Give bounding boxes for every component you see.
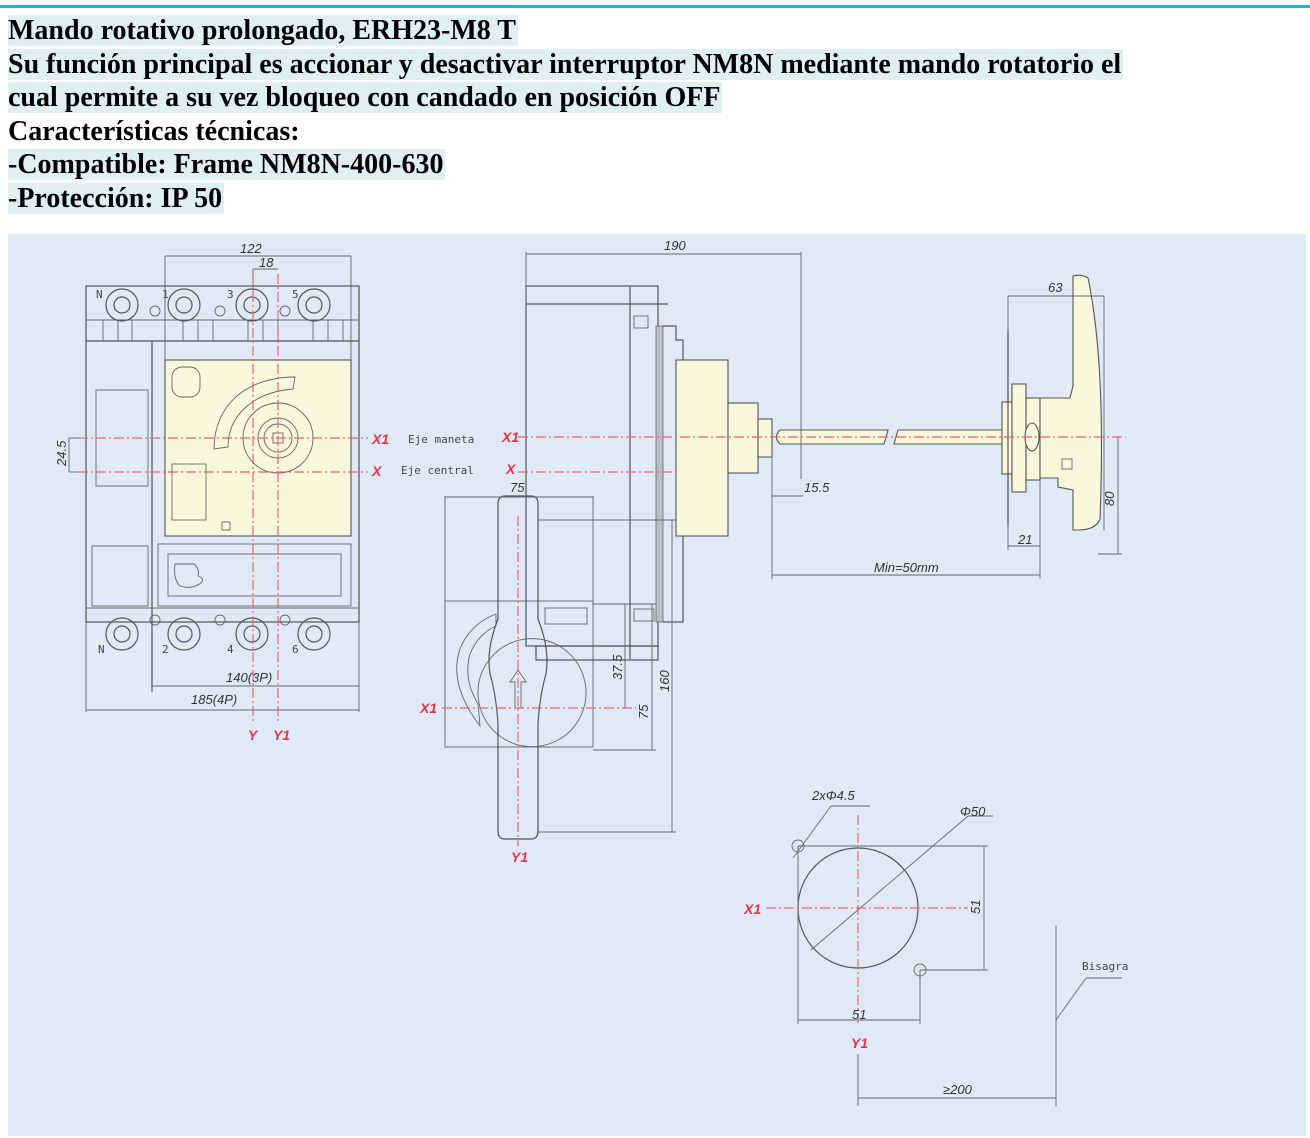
breaker-body xyxy=(85,285,360,623)
dim-handle-75-top: 75 xyxy=(510,480,525,495)
dim-80: 80 xyxy=(1102,491,1117,506)
front-view: N 1 3 5 N 2 4 6 xyxy=(54,241,368,743)
dim-190: 190 xyxy=(664,238,686,253)
dim-140-3p: 140(3P) xyxy=(226,670,272,685)
terminal-label-4: 4 xyxy=(227,643,234,656)
cutout-view: X1 Y1 2xΦ4.5 Φ50 51 51 ≥200 Bisagra xyxy=(743,788,1128,1106)
dim-21: 21 xyxy=(1017,532,1032,547)
handle-axis-label-y1: Y1 xyxy=(511,849,528,865)
dim-122: 122 xyxy=(240,241,262,256)
dim-37-5: 37.5 xyxy=(610,654,625,680)
function-text-line1: Su función principal es accionar y desac… xyxy=(8,48,1124,80)
axis-label-x1-right: X1 xyxy=(501,429,519,445)
dim-18: 18 xyxy=(259,255,274,270)
cutout-axis-label-x1: X1 xyxy=(743,901,761,917)
spec-compatible: -Compatible: Frame NM8N-400-630 xyxy=(8,149,446,180)
dim-200: ≥200 xyxy=(943,1082,973,1097)
handle-view: X1 Y1 75 160 75 37.5 xyxy=(419,480,676,865)
function-text-line2: cual permite a su vez bloqueo con candad… xyxy=(8,82,723,113)
dim-15-5: 15.5 xyxy=(804,480,830,495)
dim-cutout-51-vertical: 51 xyxy=(968,900,983,914)
dim-160: 160 xyxy=(657,670,672,692)
product-title: Mando rotativo prolongado, ERH23-M8 T xyxy=(8,15,518,46)
technical-drawing: N 1 3 5 N 2 4 6 xyxy=(8,234,1306,1136)
drawing-canvas: N 1 3 5 N 2 4 6 xyxy=(54,238,1128,1106)
terminal-label-2: 2 xyxy=(162,643,169,656)
dim-min-50mm: Min=50mm xyxy=(874,560,939,575)
handle-axis-label-x1: X1 xyxy=(419,700,437,716)
note-eje-central: Eje central xyxy=(401,464,474,477)
terminal-label-n-bottom: N xyxy=(98,643,105,656)
note-bisagra: Bisagra xyxy=(1082,960,1128,973)
dim-63: 63 xyxy=(1048,280,1063,295)
handle-plate xyxy=(164,359,352,537)
side-view: 190 15.5 Min=50mm 63 21 80 xyxy=(518,238,1126,661)
spec-protection: -Protección: IP 50 xyxy=(8,182,225,214)
bottom-terminals xyxy=(105,614,331,651)
dim-handle-75-right: 75 xyxy=(636,704,651,719)
dim-phi-50: Φ50 xyxy=(960,804,986,819)
axis-label-y1: Y1 xyxy=(273,727,290,743)
axis-label-x-right: X xyxy=(505,461,517,477)
mechanism-housing xyxy=(675,359,729,537)
note-eje-maneta: Eje maneta xyxy=(408,433,474,446)
specs-heading: Características técnicas: xyxy=(8,115,300,147)
dim-cutout-51-horizontal: 51 xyxy=(852,1007,866,1022)
product-description: Mando rotativo prolongado, ERH23-M8 T Su… xyxy=(8,14,1124,215)
t-handle-side xyxy=(1039,274,1103,531)
lock-slot xyxy=(544,607,588,625)
terminal-label-6: 6 xyxy=(292,643,299,656)
dim-2x-phi-4-5: 2xΦ4.5 xyxy=(811,788,855,803)
top-terminals xyxy=(105,288,331,322)
terminal-label-5: 5 xyxy=(292,288,299,301)
breaker-side-body xyxy=(525,285,659,647)
axis-label-x-left: X xyxy=(371,463,383,479)
dim-24-5: 24.5 xyxy=(54,440,69,467)
cutout-axis-label-y1: Y1 xyxy=(851,1035,868,1051)
axis-label-x1-left: X1 xyxy=(371,431,389,447)
handle-grip xyxy=(488,495,548,840)
terminal-label-3: 3 xyxy=(227,288,234,301)
axis-label-y: Y xyxy=(248,727,259,743)
top-accent-bar xyxy=(0,5,1310,8)
dim-185-4p: 185(4P) xyxy=(191,692,237,707)
axis-legend: X1 Eje maneta X1 X Eje central X xyxy=(371,429,519,479)
handle-base-plate xyxy=(444,600,594,748)
terminal-label-n-top: N xyxy=(96,288,103,301)
